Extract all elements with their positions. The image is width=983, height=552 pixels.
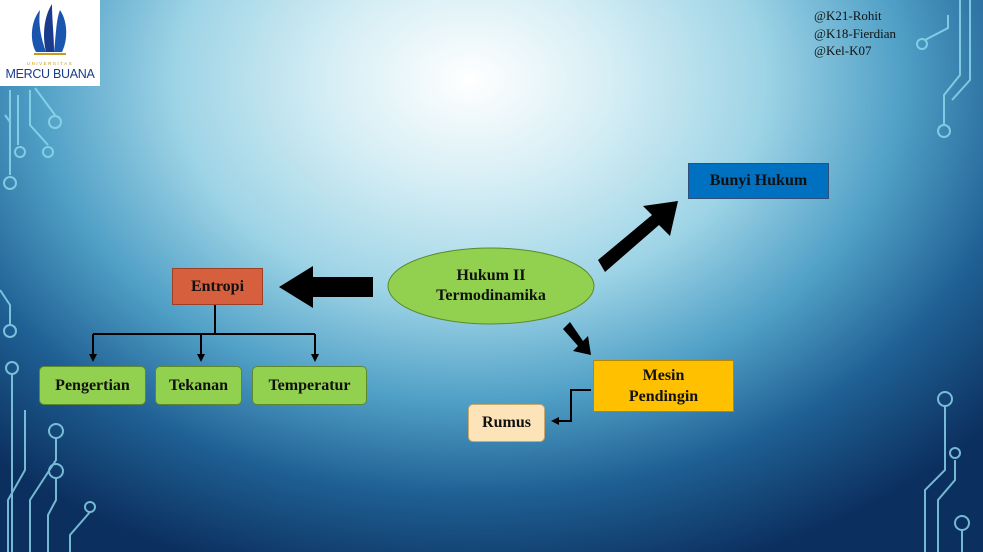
node-tekanan: Tekanan bbox=[155, 366, 242, 405]
center-ellipse-shape bbox=[387, 247, 595, 325]
credit-line: @Kel-K07 bbox=[814, 43, 872, 58]
node-entropi: Entropi bbox=[172, 268, 263, 305]
logo-university-label: UNIVERSITAS bbox=[26, 61, 74, 66]
mesin-line1: Mesin bbox=[642, 367, 685, 384]
center-node-line1: Hukum II bbox=[456, 267, 526, 284]
node-bunyi-hukum: Bunyi Hukum bbox=[688, 163, 829, 199]
flame-logo-icon bbox=[31, 4, 67, 55]
university-logo: UNIVERSITAS MERCU BUANA bbox=[0, 0, 100, 86]
arrow-to-bunyi-hukum bbox=[598, 201, 678, 272]
node-mesin-pendingin: Mesin Pendingin bbox=[593, 360, 734, 412]
node-rumus: Rumus bbox=[468, 404, 545, 442]
arrow-to-mesin bbox=[563, 322, 591, 355]
credits-block: @K21-Rohit @K18-Fierdian @Kel-K07 bbox=[814, 7, 896, 60]
center-node-hukum-ii: Hukum II Termodinamika bbox=[388, 248, 594, 324]
credit-line: @K18-Fierdian bbox=[814, 25, 897, 41]
mesin-line2: Pendingin bbox=[628, 388, 699, 405]
node-pengertian: Pengertian bbox=[39, 366, 146, 405]
node-temperatur: Temperatur bbox=[252, 366, 367, 405]
credit-line: @K21-Rohit bbox=[814, 8, 882, 23]
center-node-line2: Termodinamika bbox=[436, 287, 546, 304]
arrow-to-entropi bbox=[279, 266, 373, 308]
logo-name: MERCU BUANA bbox=[5, 67, 95, 81]
